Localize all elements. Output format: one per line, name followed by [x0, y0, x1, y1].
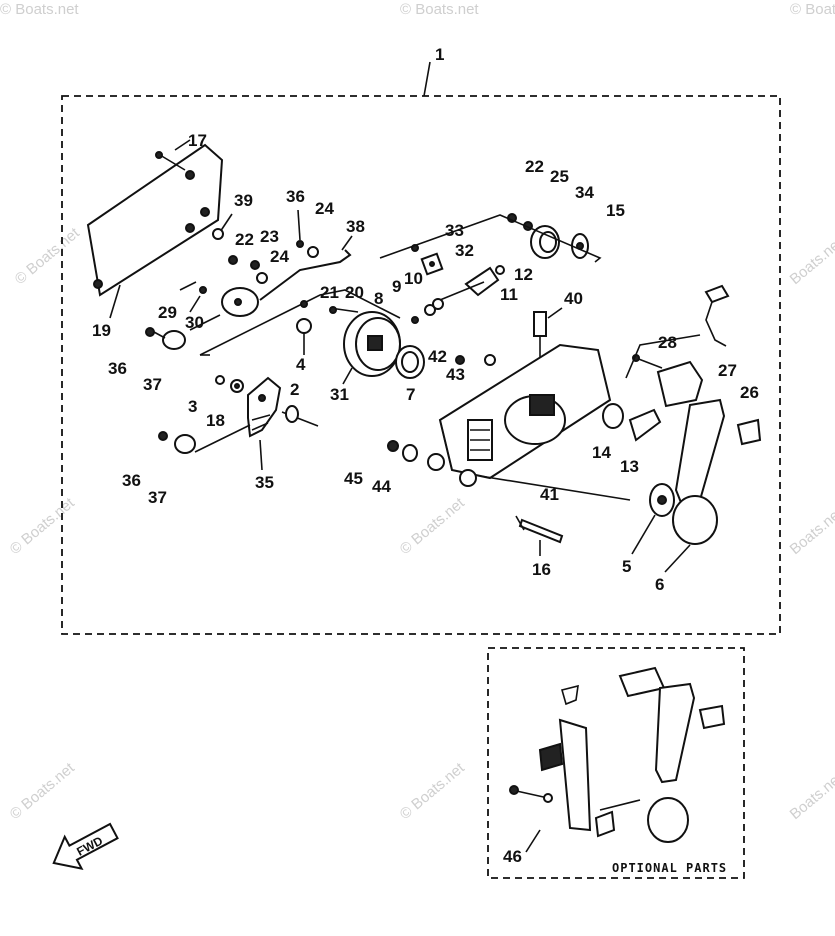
- clamp-upper: [145, 314, 221, 350]
- watermark: Boats.net: [787, 504, 835, 558]
- leader-line: [547, 307, 563, 319]
- watermark: © Boats.net: [7, 759, 79, 823]
- clamp-lower: [158, 424, 251, 454]
- watermark: © Boats.net: [12, 224, 84, 288]
- callout-43: 43: [446, 365, 465, 384]
- center-drum: [296, 300, 436, 379]
- callout-4: 4: [296, 355, 306, 374]
- leader-line: [631, 514, 656, 555]
- cover-plate: [86, 139, 224, 297]
- leader-line: [189, 295, 201, 313]
- callout-39: 39: [234, 191, 253, 210]
- callout-16: 16: [532, 560, 551, 579]
- link-mechanism: [179, 209, 352, 317]
- watermark: © Boats.net: [7, 494, 79, 558]
- callout-17: 17: [188, 131, 207, 150]
- callout-8: 8: [374, 289, 383, 308]
- callout-28: 28: [658, 333, 677, 352]
- callout-7: 7: [406, 385, 415, 404]
- leader-line: [219, 213, 233, 233]
- callout-42: 42: [428, 347, 447, 366]
- callout-31: 31: [330, 385, 349, 404]
- leader-line: [423, 61, 431, 97]
- callout-41: 41: [540, 485, 559, 504]
- callout-26: 26: [740, 383, 759, 402]
- watermark: © Boats.net: [397, 759, 469, 823]
- optional-parts-box: [487, 647, 745, 879]
- watermark: © Boats.net: [790, 1, 835, 18]
- watermark: Boats.net: [787, 769, 835, 823]
- callout-3: 3: [188, 397, 197, 416]
- callout-18: 18: [206, 411, 225, 430]
- callout-37: 37: [143, 375, 162, 394]
- arrow-forward-icon: FWD: [52, 822, 119, 870]
- callout-12: 12: [514, 265, 533, 284]
- callout-27: 27: [718, 361, 737, 380]
- callout-29: 29: [158, 303, 177, 322]
- callout-9: 9: [392, 277, 401, 296]
- callout-1: 1: [435, 45, 444, 64]
- watermark: Boats.net: [787, 234, 835, 288]
- detent-parts: [411, 244, 505, 310]
- callout-20: 20: [345, 283, 364, 302]
- leader-line: [109, 284, 121, 319]
- leader-line: [342, 367, 353, 385]
- nut: [212, 228, 224, 240]
- callout-6: 6: [655, 575, 664, 594]
- callout-46: 46: [503, 847, 522, 866]
- callout-38: 38: [346, 217, 365, 236]
- callout-10: 10: [404, 269, 423, 288]
- callout-19: 19: [92, 321, 111, 340]
- callout-21: 21: [320, 283, 339, 302]
- callout-24: 24: [315, 199, 334, 218]
- lever-arm: [215, 375, 319, 438]
- callout-36: 36: [286, 187, 305, 206]
- callout-37: 37: [148, 488, 167, 507]
- callout-11: 11: [500, 285, 518, 304]
- optional-parts-label: OPTIONAL PARTS: [612, 861, 727, 875]
- leader-line: [525, 829, 541, 853]
- callout-36: 36: [122, 471, 141, 490]
- leader-line: [664, 544, 691, 573]
- callout-23: 23: [260, 227, 279, 246]
- leader-line: [341, 235, 353, 251]
- callout-5: 5: [622, 557, 631, 576]
- watermark: © Boats.net: [0, 1, 79, 18]
- callout-24: 24: [270, 247, 289, 266]
- callout-30: 30: [185, 313, 204, 332]
- fasteners: [387, 440, 564, 544]
- callout-32: 32: [455, 241, 474, 260]
- callout-35: 35: [255, 473, 274, 492]
- control-handle: [602, 284, 762, 545]
- assembly-boundary: [61, 95, 781, 635]
- leader-line: [479, 475, 631, 501]
- callout-45: 45: [344, 469, 363, 488]
- control-housing: [427, 311, 612, 487]
- callout-2: 2: [290, 380, 299, 399]
- callout-25: 25: [550, 167, 569, 186]
- callout-22: 22: [235, 230, 254, 249]
- callout-34: 34: [575, 183, 594, 202]
- callout-36: 36: [108, 359, 127, 378]
- watermark: © Boats.net: [397, 494, 469, 558]
- watermark: © Boats.net: [400, 1, 479, 18]
- callout-13: 13: [620, 457, 639, 476]
- callout-44: 44: [372, 477, 391, 496]
- callout-15: 15: [606, 201, 625, 220]
- callout-40: 40: [564, 289, 583, 308]
- callout-14: 14: [592, 443, 611, 462]
- bracket-line: [199, 289, 401, 356]
- callout-22: 22: [525, 157, 544, 176]
- gear-parts: [379, 213, 602, 263]
- leader-line: [259, 439, 263, 471]
